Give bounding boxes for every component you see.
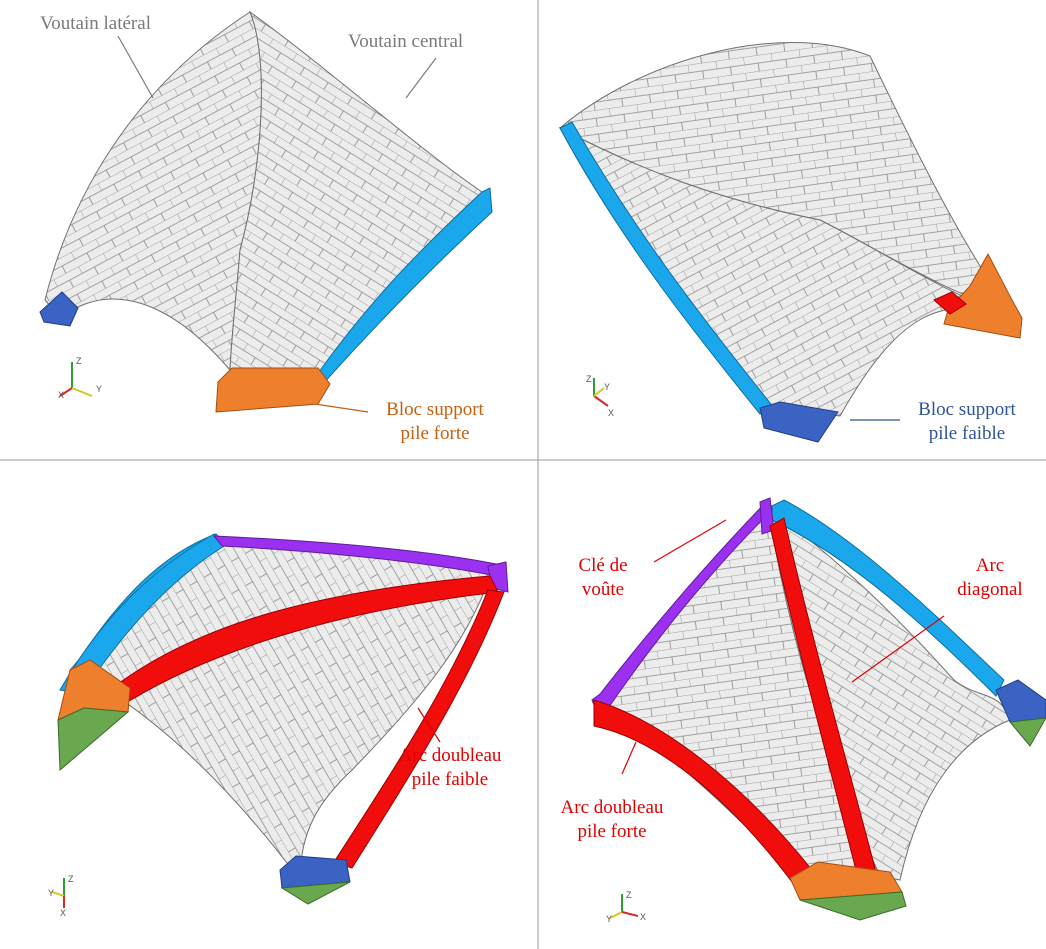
leader-arc-doubleau-faible (417, 707, 441, 743)
axis-x-2: X (608, 408, 615, 418)
support-block-orange-2 (943, 252, 1023, 339)
label-cle-line1: Clé de (578, 555, 628, 576)
leader-bloc-forte (314, 403, 369, 413)
support-orange-4 (789, 861, 903, 901)
leader-cle (653, 519, 727, 563)
arc-doubleau-red-3 (333, 589, 505, 869)
axis-triad-1 (59, 362, 93, 397)
label-arc-doubleau-forte-line1: Arc doubleau (560, 797, 664, 818)
support-blue-3 (279, 855, 351, 889)
panel-bottom-right (591, 497, 1046, 921)
axis-y-2: Y (604, 382, 611, 392)
support-block-blue (39, 291, 79, 327)
support-block-orange (215, 367, 331, 413)
panel-bottom-left (51, 533, 509, 908)
panel-top-left (39, 10, 493, 413)
axis-triad-2 (593, 378, 609, 407)
label-voutain-central: Voutain central (348, 31, 464, 52)
leader-voutain-central (405, 57, 437, 99)
voutain-lateral-surface (44, 11, 262, 372)
axis-x-1: X (58, 390, 65, 400)
axis-x-4: X (640, 912, 647, 922)
leader-arc-diagonal (851, 615, 945, 683)
support-green-4b (1009, 717, 1046, 747)
label-arc-doubleau-forte-line2: pile forte (577, 821, 647, 842)
label-cle-line2: voûte (581, 579, 625, 600)
support-blue-4 (995, 679, 1046, 723)
label-bloc-faible-line1: Bloc support (918, 399, 1016, 420)
support-green-3 (57, 707, 130, 772)
label-bloc-forte-line1: Bloc support (386, 399, 484, 420)
axis-z-3: Z (68, 874, 74, 884)
label-bloc-faible-line2: pile faible (928, 423, 1006, 444)
support-green-4 (799, 891, 907, 921)
label-arc-diagonal: Arc diagonal (940, 554, 1040, 602)
support-red-2 (933, 291, 967, 315)
label-arc-doubleau-forte: Arc doubleau pile forte (548, 796, 676, 844)
label-arc-doubleau-faible: Arc doubleau pile faible (386, 744, 514, 792)
axis-triad-3 (51, 878, 65, 908)
label-arc-doubleau-faible-line1: Arc doubleau (398, 745, 502, 766)
label-cle-de-voute: Clé de voûte (568, 554, 638, 602)
panel-top-right (558, 41, 1023, 443)
axis-y-4: Y (606, 914, 613, 924)
support-green-3b (280, 881, 351, 905)
label-bloc-support-forte: Bloc support pile forte (370, 398, 500, 446)
label-arc-doubleau-faible-line2: pile faible (411, 769, 489, 790)
axis-x-3: X (60, 908, 67, 918)
leader-voutain-lateral (117, 35, 154, 99)
axis-z-2: Z (586, 374, 592, 384)
label-bloc-support-faible: Bloc support pile faible (902, 398, 1032, 446)
axis-z-4: Z (626, 890, 632, 900)
axis-triad-4 (609, 894, 639, 919)
axis-y-3: Y (48, 888, 55, 898)
support-block-blue-2 (759, 401, 839, 443)
label-arc-diagonal-line2: diagonal (957, 579, 1023, 600)
arc-diagonal-red-3 (109, 575, 499, 705)
axis-z-1: Z (76, 356, 82, 366)
axis-y-1: Y (96, 384, 103, 394)
label-arc-diagonal-line1: Arc (975, 555, 1005, 576)
label-voutain-lateral: Voutain latéral (40, 13, 151, 34)
leader-arc-doubleau-forte (621, 741, 637, 775)
label-bloc-forte-line2: pile forte (400, 423, 470, 444)
